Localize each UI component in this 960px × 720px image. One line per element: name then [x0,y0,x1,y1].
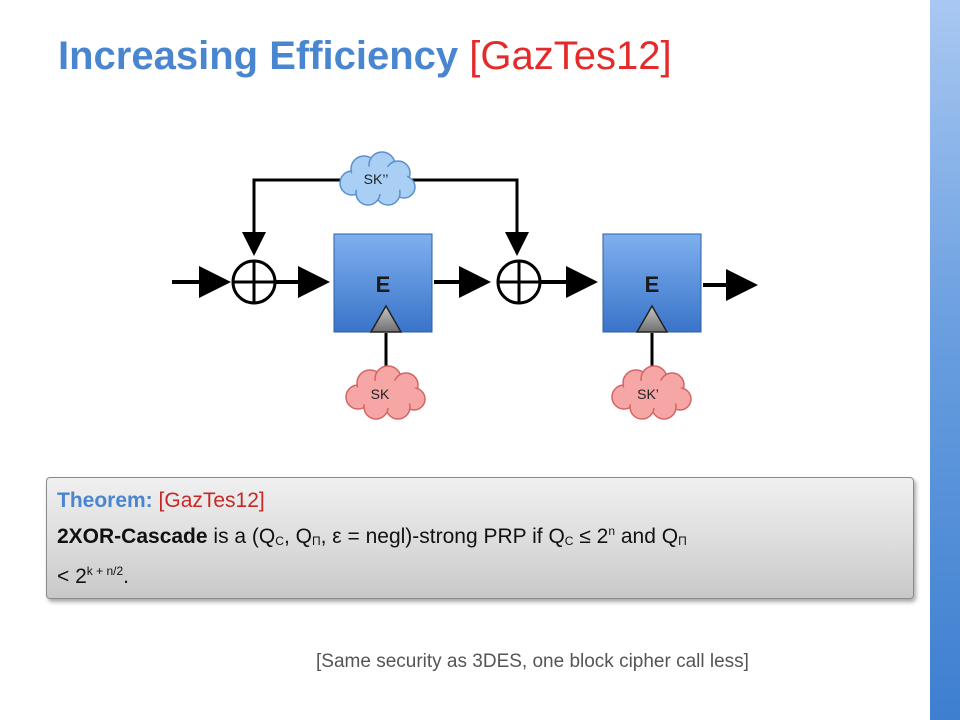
cascade-diagram: E E SK’’ [172,151,758,420]
theorem-heading: Theorem: [57,489,153,512]
key-top-label: SK’’ [364,171,389,187]
theorem-text-5: and Q [615,525,679,548]
theorem-sup-kn2: k + n/2 [86,564,124,578]
theorem-sub-c2: C [564,534,574,548]
theorem-reference: [GazTes12] [158,489,265,512]
xor-gate-1 [231,259,277,305]
title-text: Increasing Efficiency [58,34,459,78]
key-block-2-label: SK’ [637,386,659,402]
key-input-triangle-2 [635,304,669,333]
theorem-sub-pi2: Π [678,534,687,548]
xor-gate-2 [496,259,542,305]
side-accent-bar [930,0,960,720]
cipher-block-1-label: E [376,272,391,297]
theorem-sub-pi1: Π [311,534,321,548]
theorem-statement-line-2: < 2k + n/2. [57,556,903,592]
theorem-sup-n: n [608,524,616,538]
key-block-1-label: SK [371,386,390,402]
key-cloud-block-1: SK [345,365,426,420]
title-reference: [GazTes12] [469,34,672,78]
theorem-construction-name: 2XOR-Cascade [57,525,208,548]
key-cloud-top: SK’’ [339,151,416,206]
footnote: [Same security as 3DES, one block cipher… [316,651,749,672]
slide-title: Increasing Efficiency [GazTes12] [58,34,672,79]
theorem-text-1: is a (Q [207,525,276,548]
theorem-text-4: ≤ 2 [573,525,609,548]
cipher-block-2: E [602,233,702,333]
cipher-block-2-label: E [645,272,660,297]
theorem-box: Theorem: [GazTes12] 2XOR-Cascade is a (Q… [46,477,914,599]
theorem-sub-c1: C [275,534,284,548]
theorem-heading-line: Theorem: [GazTes12] [57,486,903,516]
theorem-text-6: < 2 [57,565,87,588]
theorem-statement: 2XOR-Cascade is a (QC, QΠ, ε = negl)-str… [57,516,903,556]
key-cloud-block-2: SK’ [611,365,692,420]
theorem-text-7: . [123,565,129,588]
theorem-text-3: , ε = negl)-strong PRP if Q [320,525,565,548]
theorem-text-2: , Q [283,525,312,548]
cipher-block-1: E [333,233,433,333]
key-input-triangle-1 [369,304,403,333]
